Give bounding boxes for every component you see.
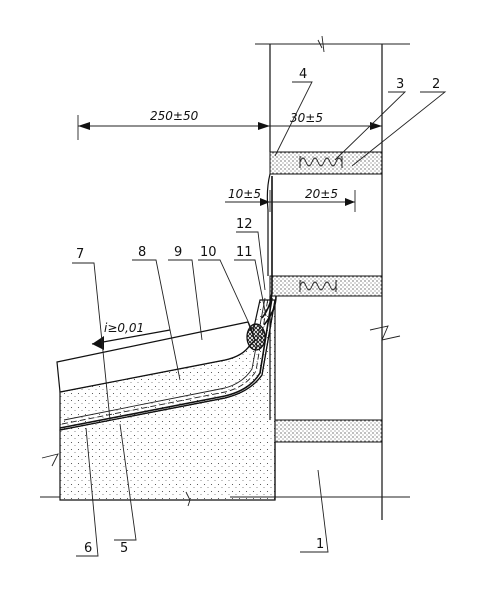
dim-gap-small: 10±5 bbox=[228, 187, 261, 201]
callout-10: 10 bbox=[200, 245, 217, 260]
slope-label: i≥0,01 bbox=[104, 321, 144, 335]
callout-1: 1 bbox=[316, 537, 324, 552]
dimension-lines bbox=[77, 115, 382, 212]
callout-12: 12 bbox=[236, 217, 253, 232]
callout-11: 11 bbox=[236, 245, 253, 260]
callout-2: 2 bbox=[432, 77, 440, 92]
callout-4: 4 bbox=[299, 67, 307, 82]
callout-3: 3 bbox=[396, 77, 404, 92]
callout-7: 7 bbox=[76, 247, 84, 262]
mortar-joint-middle bbox=[269, 275, 383, 297]
callout-6: 6 bbox=[84, 541, 92, 556]
mortar-joint-upper bbox=[269, 151, 383, 175]
slope-indicator bbox=[91, 329, 171, 350]
callout-leaders bbox=[72, 81, 447, 557]
flashing-apron bbox=[261, 176, 277, 326]
callout-5: 5 bbox=[120, 541, 128, 556]
callout-9: 9 bbox=[174, 245, 182, 260]
dim-overhang: 250±50 bbox=[150, 109, 199, 123]
spring-upper bbox=[299, 157, 343, 167]
callout-8: 8 bbox=[138, 245, 146, 260]
dim-depth: 30±5 bbox=[290, 111, 323, 125]
sealant-cord bbox=[246, 323, 266, 351]
wall bbox=[230, 35, 410, 520]
dim-gap-large: 20±5 bbox=[305, 187, 338, 201]
roof-slab bbox=[40, 297, 276, 507]
spring-middle bbox=[299, 281, 337, 291]
mortar-joint-lower bbox=[274, 419, 383, 443]
